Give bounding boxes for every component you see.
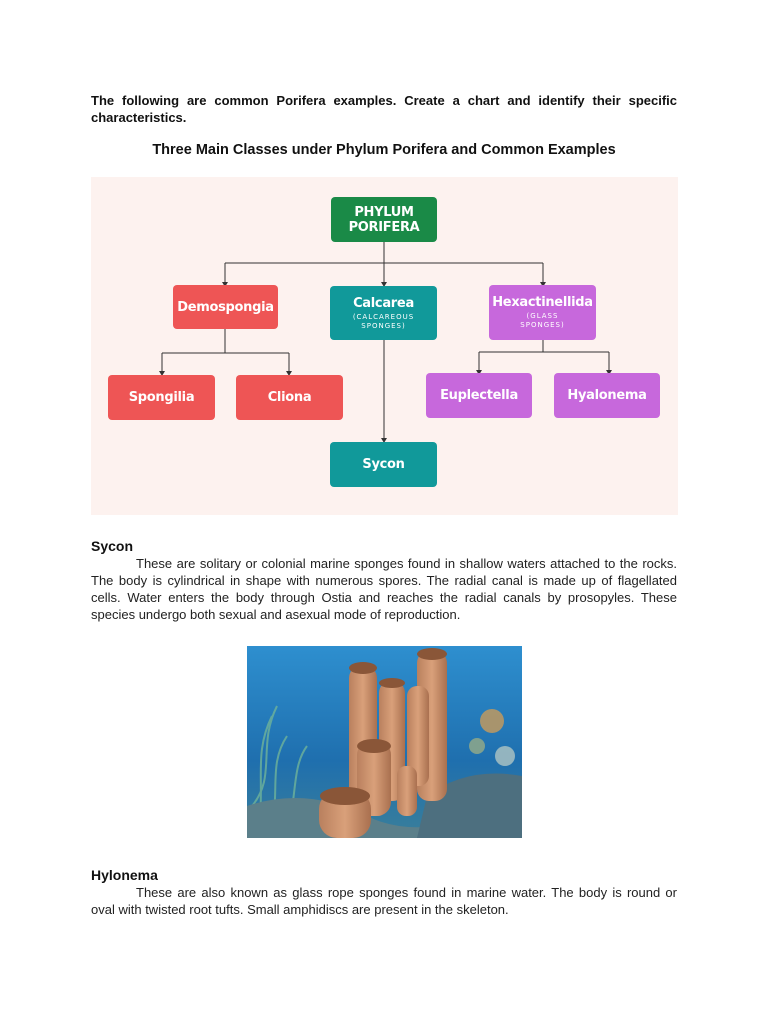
node-spongilia: Spongilia bbox=[108, 375, 215, 420]
node-demospongia-label: Demospongia bbox=[177, 299, 274, 315]
node-hexactinellida: Hexactinellida (GLASS SPONGES) bbox=[489, 285, 596, 340]
sycon-heading: Sycon bbox=[91, 538, 134, 554]
node-euplectella: Euplectella bbox=[426, 373, 532, 418]
hylonema-paragraph: These are also known as glass rope spong… bbox=[91, 885, 677, 917]
diagram-connectors bbox=[159, 241, 612, 443]
hylonema-heading: Hylonema bbox=[91, 867, 158, 883]
node-phylum-porifera-label: PHYLUM PORIFERA bbox=[348, 204, 420, 235]
sycon-paragraph: These are solitary or colonial marine sp… bbox=[91, 556, 677, 622]
node-calcarea-sublabel: (CALCAREOUS SPONGES) bbox=[352, 312, 415, 330]
sponge-illustration bbox=[247, 646, 522, 838]
node-hexactinellida-sublabel: (GLASS SPONGES) bbox=[520, 312, 565, 329]
node-sycon: Sycon bbox=[330, 442, 437, 487]
node-euplectella-label: Euplectella bbox=[440, 388, 518, 403]
node-phylum-porifera: PHYLUM PORIFERA bbox=[331, 197, 437, 242]
porifera-classification-diagram: PHYLUM PORIFERA Demospongia Calcarea (CA… bbox=[91, 177, 678, 515]
node-cliona-label: Cliona bbox=[267, 390, 312, 405]
node-hexactinellida-label: Hexactinellida bbox=[492, 295, 593, 310]
chart-title: Three Main Classes under Phylum Porifera… bbox=[152, 142, 616, 158]
node-calcarea: Calcarea (CALCAREOUS SPONGES) bbox=[330, 286, 437, 340]
node-cliona: Cliona bbox=[236, 375, 343, 420]
node-sycon-label: Sycon bbox=[362, 457, 405, 472]
node-calcarea-label: Calcarea bbox=[353, 295, 414, 311]
node-demospongia: Demospongia bbox=[173, 285, 278, 329]
node-hyalonema-label: Hyalonema bbox=[567, 388, 647, 403]
instructions-text: The following are common Porifera exampl… bbox=[91, 93, 677, 125]
node-spongilia-label: Spongilia bbox=[128, 390, 195, 405]
sycon-sponge-photo bbox=[247, 646, 522, 838]
node-hyalonema: Hyalonema bbox=[554, 373, 660, 418]
